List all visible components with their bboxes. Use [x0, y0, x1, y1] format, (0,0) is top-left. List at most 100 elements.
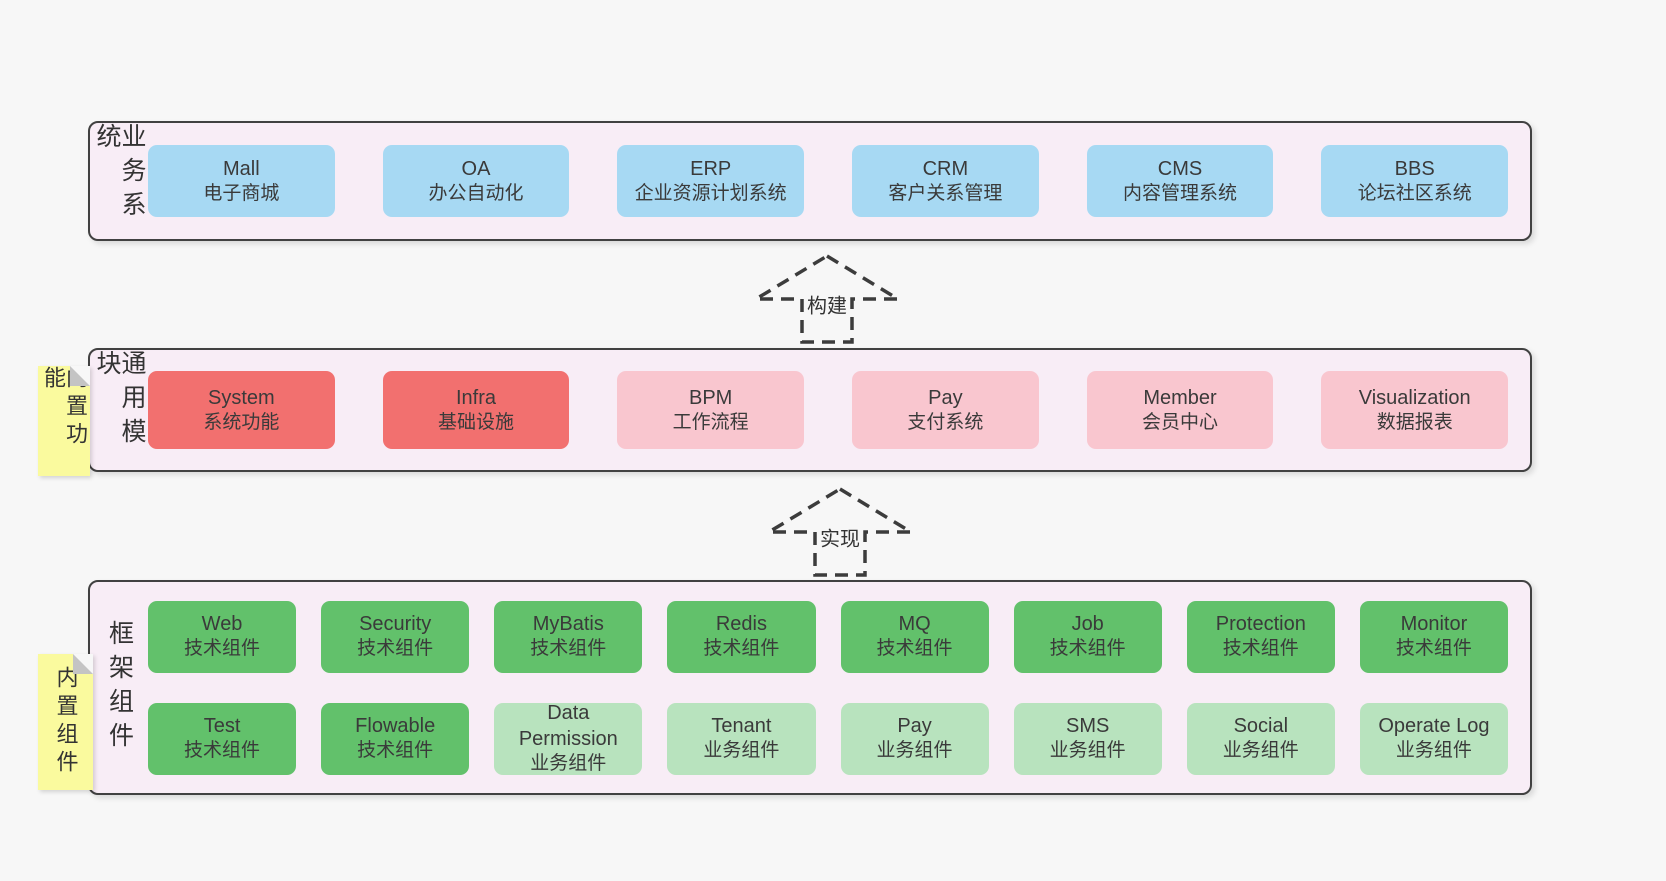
- box-web: Web 技术组件: [148, 600, 297, 673]
- business-systems-boxes: Mall 电子商城 OA 办公自动化 ERP 企业资源计划系统 CRM 客户关系…: [148, 123, 1530, 239]
- band-label-text: 框架组件: [105, 619, 134, 756]
- box-title: Tenant: [711, 715, 772, 738]
- box-subtitle: 技术组件: [703, 638, 780, 660]
- box-subtitle: 业务组件: [1222, 740, 1299, 762]
- fold-corner-icon: [73, 654, 93, 674]
- box-title: Monitor: [1400, 613, 1468, 636]
- box-subtitle: 技术组件: [184, 638, 261, 660]
- box-subtitle: 支付系统: [907, 411, 984, 433]
- box-title: ERP: [690, 157, 732, 180]
- box-title: Social: [1233, 715, 1289, 738]
- box-title: Operate Log: [1378, 715, 1490, 738]
- fold-corner-icon: [70, 366, 90, 386]
- box-title: Test: [203, 715, 241, 738]
- box-data-permission: Data Permission 业务组件: [494, 702, 643, 775]
- band-label-text: 通用模块: [93, 350, 146, 452]
- band-label-business-systems: 业务系统: [90, 123, 148, 239]
- box-title: BBS: [1394, 157, 1435, 180]
- box-subtitle: 业务组件: [876, 740, 953, 762]
- sticky-text: 内置组件: [53, 666, 79, 778]
- box-subtitle: 业务组件: [1049, 740, 1126, 762]
- framework-row-2: Test 技术组件 Flowable 技术组件 Data Permission …: [148, 702, 1508, 775]
- sticky-note-builtin-components: 内置组件: [38, 654, 93, 790]
- box-infra: Infra 基础设施: [382, 371, 570, 449]
- box-tenant: Tenant 业务组件: [667, 702, 816, 775]
- box-flowable: Flowable 技术组件: [321, 702, 470, 775]
- box-title: MyBatis: [532, 613, 604, 636]
- box-mq: MQ 技术组件: [840, 600, 989, 673]
- box-social: Social 业务组件: [1186, 702, 1335, 775]
- box-redis: Redis 技术组件: [667, 600, 816, 673]
- box-title: Data Permission: [518, 702, 618, 751]
- box-title: Security: [359, 613, 432, 636]
- box-erp: ERP 企业资源计划系统: [617, 145, 805, 217]
- box-oa: OA 办公自动化: [382, 145, 570, 217]
- arrow-label: 实现: [817, 522, 863, 551]
- box-subtitle: 业务组件: [530, 753, 607, 775]
- box-subtitle: 技术组件: [357, 638, 434, 660]
- band-label-common-modules: 通用模块: [90, 350, 148, 470]
- box-bbs: BBS 论坛社区系统: [1321, 145, 1509, 217]
- box-title: Visualization: [1358, 386, 1471, 409]
- box-job: Job 技术组件: [1013, 600, 1162, 673]
- box-title: Pay: [897, 715, 932, 738]
- box-subtitle: 客户关系管理: [888, 182, 1003, 204]
- box-subtitle: 技术组件: [1049, 638, 1126, 660]
- box-subtitle: 技术组件: [876, 638, 953, 660]
- box-title: Web: [201, 613, 243, 636]
- dashed-up-arrow-icon: [754, 254, 900, 344]
- band-common-modules: 通用模块 System 系统功能 Infra 基础设施 BPM 工作流程 Pay…: [88, 348, 1532, 472]
- box-subtitle: 会员中心: [1142, 411, 1219, 433]
- box-visualization: Visualization 数据报表: [1321, 371, 1509, 449]
- box-title: Flowable: [355, 715, 436, 738]
- common-modules-boxes: System 系统功能 Infra 基础设施 BPM 工作流程 Pay 支付系统…: [148, 350, 1530, 470]
- box-title: BPM: [689, 386, 733, 409]
- box-test: Test 技术组件: [148, 702, 297, 775]
- box-operate-log: Operate Log 业务组件: [1359, 702, 1508, 775]
- band-business-systems: 业务系统 Mall 电子商城 OA 办公自动化 ERP 企业资源计划系统 CRM…: [88, 121, 1532, 241]
- box-title: Redis: [715, 613, 767, 636]
- box-title: Mall: [223, 157, 260, 180]
- box-subtitle: 电子商城: [203, 182, 280, 204]
- box-subtitle: 技术组件: [1222, 638, 1299, 660]
- arrow-label: 构建: [804, 289, 850, 318]
- box-security: Security 技术组件: [321, 600, 470, 673]
- band-label-framework-components: 框架组件: [90, 582, 148, 793]
- box-subtitle: 数据报表: [1376, 411, 1453, 433]
- box-subtitle: 技术组件: [357, 740, 434, 762]
- box-title: Pay: [928, 386, 963, 409]
- box-title: CRM: [922, 157, 969, 180]
- box-subtitle: 系统功能: [203, 411, 280, 433]
- framework-components-boxes: Web 技术组件 Security 技术组件 MyBatis 技术组件 Redi…: [148, 582, 1530, 793]
- box-subtitle: 工作流程: [672, 411, 749, 433]
- box-title: Job: [1071, 613, 1104, 636]
- sticky-note-builtin-features: 内置功能: [38, 366, 90, 476]
- framework-row-1: Web 技术组件 Security 技术组件 MyBatis 技术组件 Redi…: [148, 600, 1508, 673]
- box-title: Member: [1143, 386, 1217, 409]
- box-subtitle: 技术组件: [530, 638, 607, 660]
- box-system: System 系统功能: [148, 371, 335, 449]
- box-mall: Mall 电子商城: [148, 145, 335, 217]
- box-protection: Protection 技术组件: [1186, 600, 1335, 673]
- box-title: Protection: [1215, 613, 1306, 636]
- box-subtitle: 基础设施: [438, 411, 515, 433]
- box-subtitle: 技术组件: [184, 740, 261, 762]
- box-crm: CRM 客户关系管理: [852, 145, 1039, 217]
- box-title: SMS: [1066, 715, 1110, 738]
- box-bpm: BPM 工作流程: [617, 371, 805, 449]
- box-subtitle: 办公自动化: [428, 182, 524, 204]
- arrow-implement: 实现: [767, 487, 913, 577]
- box-pay-biz: Pay 业务组件: [840, 702, 989, 775]
- box-title: System: [207, 386, 275, 409]
- box-monitor: Monitor 技术组件: [1359, 600, 1508, 673]
- box-subtitle: 企业资源计划系统: [634, 182, 787, 204]
- box-title: CMS: [1157, 157, 1203, 180]
- arrow-build: 构建: [754, 254, 900, 344]
- box-subtitle: 业务组件: [703, 740, 780, 762]
- box-mybatis: MyBatis 技术组件: [494, 600, 643, 673]
- box-subtitle: 业务组件: [1395, 740, 1472, 762]
- box-sms: SMS 业务组件: [1013, 702, 1162, 775]
- dashed-up-arrow-icon: [767, 487, 913, 577]
- box-title: Infra: [455, 386, 497, 409]
